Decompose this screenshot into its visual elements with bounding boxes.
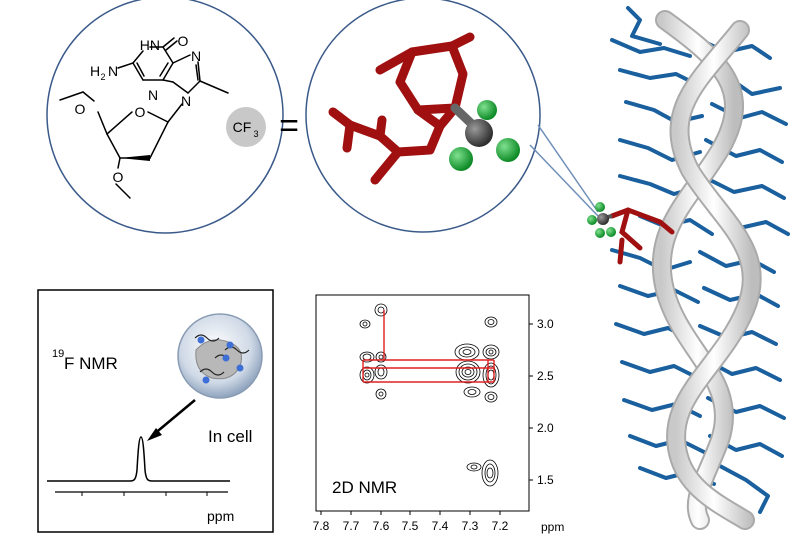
atom-label: O	[135, 104, 146, 120]
arrow-head	[147, 428, 162, 441]
nmr-2d-x-ticks	[320, 511, 501, 515]
zoom-connector	[529, 124, 599, 217]
nmr-2d-frame	[315, 294, 530, 512]
fluorine-atom	[477, 100, 497, 120]
atom-label: O	[178, 33, 189, 49]
atom-label: 3	[253, 129, 258, 139]
dna-backbone	[651, 10, 762, 530]
nmr-2d-y-tick-labels: 3.0 2.5 2.0 1.5	[537, 317, 554, 487]
modified-nucleotide-sticks	[328, 32, 475, 185]
fluorine-atom	[496, 138, 520, 162]
fluorine-atom	[449, 147, 473, 171]
in-cell-label: In cell	[208, 427, 252, 446]
atom-label: N	[181, 93, 191, 109]
pointer-arrow	[152, 399, 196, 436]
y-tick-label: 2.0	[537, 421, 554, 435]
f19-superscript: 19	[52, 348, 64, 360]
x-tick-label: 7.2	[492, 519, 509, 533]
f19-axis-ticks	[81, 492, 208, 496]
dna-carbon-atom	[597, 213, 609, 225]
nmr-2d-x-tick-labels: 7.8 7.7 7.6 7.5 7.4 7.3 7.2	[313, 519, 509, 533]
nmr-2d-y-ticks	[529, 323, 533, 481]
x-tick-label: 7.5	[402, 519, 419, 533]
molecular-model-panel	[305, 0, 541, 233]
atom-label: H	[90, 63, 100, 79]
cell-illustration	[177, 313, 263, 399]
nmr-2d-label: 2D NMR	[332, 478, 397, 497]
wedge-bond	[120, 155, 150, 161]
dna-fluorine-atom	[587, 215, 597, 225]
equals-sign: =	[279, 107, 299, 145]
chemical-structure-panel: HN O H 2 N N N N CF 3 O O O	[46, 0, 284, 234]
nmr-2d-x-unit: ppm	[541, 520, 564, 534]
y-tick-label: 2.5	[537, 369, 554, 383]
f19-nmr-panel: 19 F NMR In cell	[37, 289, 274, 533]
x-tick-label: 7.3	[462, 519, 479, 533]
atom-label: 2	[100, 72, 105, 82]
y-tick-label: 3.0	[537, 317, 554, 331]
dna-modified-nucleotide	[609, 207, 675, 265]
atom-label: HN	[140, 37, 160, 53]
structure-bonds	[59, 37, 229, 199]
x-tick-label: 7.8	[313, 519, 330, 533]
dna-duplex	[587, 6, 790, 530]
x-tick-label: 7.6	[373, 519, 390, 533]
dna-fluorine-atom	[606, 227, 616, 237]
f19-nmr-label: F NMR	[64, 354, 118, 373]
atom-label: O	[75, 101, 86, 117]
nmr-2d-panel: 7.8 7.7 7.6 7.5 7.4 7.3 7.2 3.0 2.5 2.0 …	[313, 294, 564, 534]
crosspeak-connectivity-lines	[362, 310, 495, 383]
dna-fluorine-atom	[595, 202, 605, 212]
f19-spectrum-trace	[47, 436, 230, 482]
y-tick-label: 1.5	[537, 473, 554, 487]
cf3-highlight	[226, 107, 266, 147]
carbon-atom	[465, 119, 493, 147]
atom-label: N	[191, 48, 201, 64]
x-tick-label: 7.4	[432, 519, 449, 533]
x-tick-label: 7.7	[343, 519, 360, 533]
structure-circle	[46, 0, 284, 234]
dna-fluorine-atom	[595, 228, 605, 238]
atom-label: O	[113, 169, 124, 185]
f19-axis-unit: ppm	[207, 508, 234, 524]
atom-label: N	[108, 63, 118, 79]
atom-label: N	[148, 87, 158, 103]
atom-label: CF	[233, 119, 252, 135]
